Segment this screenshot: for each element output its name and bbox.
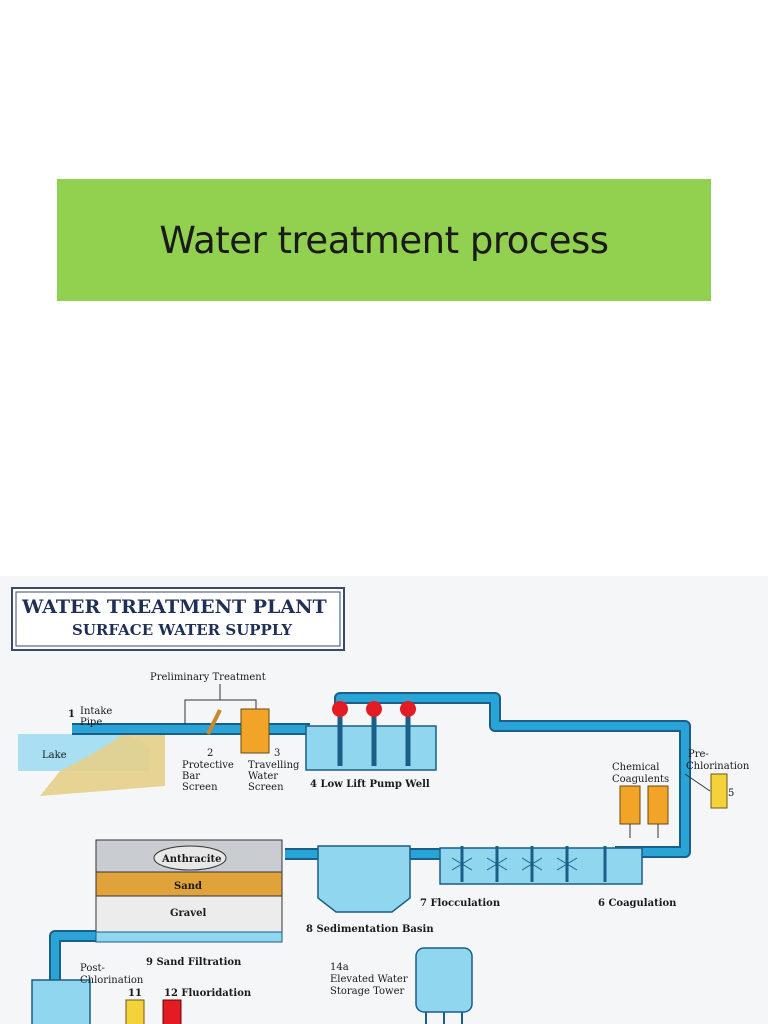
travelling-water-screen: 3 Travelling Water Screen xyxy=(240,708,300,793)
pump-valve xyxy=(366,701,382,717)
flocculation-label: 7 Flocculation xyxy=(420,898,501,909)
storage-tower-label-3: Storage Tower xyxy=(330,986,405,997)
water-screen-label-1: Travelling xyxy=(248,760,300,771)
intake-number: 1 xyxy=(68,709,75,720)
pre-chlorination-label-2: Chlorination xyxy=(686,761,750,772)
elevated-storage-tower: 14a Elevated Water Storage Tower xyxy=(330,947,473,1024)
pre-chlorination: Pre- Chlorination 5 xyxy=(684,749,750,809)
gravel-label: Gravel xyxy=(170,908,206,919)
pre-chlorination-number: 5 xyxy=(728,788,734,799)
water-screen-label-3: Screen xyxy=(248,782,284,793)
chemical-label-1: Chemical xyxy=(612,762,659,773)
preliminary-treatment-label: Preliminary Treatment xyxy=(150,672,266,683)
water-treatment-plant-diagram: WATER TREATMENT PLANT SURFACE WATER SUPP… xyxy=(0,576,768,1024)
pump-well-label: 4 Low Lift Pump Well xyxy=(310,779,430,790)
bar-screen-label-1: Protective xyxy=(182,760,234,771)
diagram-canvas: WATER TREATMENT PLANT SURFACE WATER SUPP… xyxy=(11,587,750,1024)
pump-valve xyxy=(400,701,416,717)
anthracite-label: Anthracite xyxy=(161,854,222,865)
sand-filtration-label: 9 Sand Filtration xyxy=(146,957,242,968)
sand-label: Sand xyxy=(174,881,202,892)
pre-chlorination-label-1: Pre- xyxy=(688,749,709,760)
header-line-2: SURFACE WATER SUPPLY xyxy=(72,621,292,639)
bar-screen-label-2: Bar xyxy=(182,771,200,782)
low-lift-pump-well: 4 Low Lift Pump Well xyxy=(305,701,437,790)
water-screen-number: 3 xyxy=(274,748,280,759)
storage-tower-label-2: Elevated Water xyxy=(330,974,408,985)
slide-title-banner: Water treatment process xyxy=(57,179,711,301)
diagram-header: WATER TREATMENT PLANT SURFACE WATER SUPP… xyxy=(11,587,345,651)
preliminary-treatment: Preliminary Treatment xyxy=(150,672,266,724)
flocculation-tank: 7 Flocculation 6 Coagulation xyxy=(420,846,677,909)
header-line-1: WATER TREATMENT PLANT xyxy=(21,596,327,618)
intake-label-2: Pipe xyxy=(80,717,102,728)
chemical-coagulants: Chemical Coagulents xyxy=(612,762,669,838)
pump-valve xyxy=(332,701,348,717)
post-chlorination-label-1: Post- xyxy=(80,963,105,974)
fluoridation-label: 12 Fluoridation xyxy=(164,988,252,999)
coagulation-label: 6 Coagulation xyxy=(598,898,677,909)
clearwell: Post- Chlorination 11 12 Fluoridation xyxy=(31,963,252,1024)
water-screen-label-2: Water xyxy=(248,771,278,782)
post-chlorination-label-2: Chlorination xyxy=(80,975,144,986)
sedimentation-basin: 8 Sedimentation Basin xyxy=(306,845,434,935)
sedimentation-label: 8 Sedimentation Basin xyxy=(306,924,434,935)
bar-screen-label-3: Screen xyxy=(182,782,218,793)
lake-label: Lake xyxy=(42,750,67,761)
pipe-network xyxy=(49,692,691,986)
post-chlorination-number: 11 xyxy=(128,988,142,999)
chemical-label-2: Coagulents xyxy=(612,774,669,785)
protective-bar-screen: 2 Protective Bar Screen xyxy=(182,709,234,793)
bar-screen-number: 2 xyxy=(207,748,213,759)
intake-label-1: Intake xyxy=(80,706,112,717)
lake: Lake xyxy=(18,727,165,796)
storage-tower-label-1: 14a xyxy=(330,962,349,973)
sand-filter: Anthracite Sand Gravel 9 Sand Filtration xyxy=(95,839,283,968)
slide-title: Water treatment process xyxy=(159,218,609,262)
